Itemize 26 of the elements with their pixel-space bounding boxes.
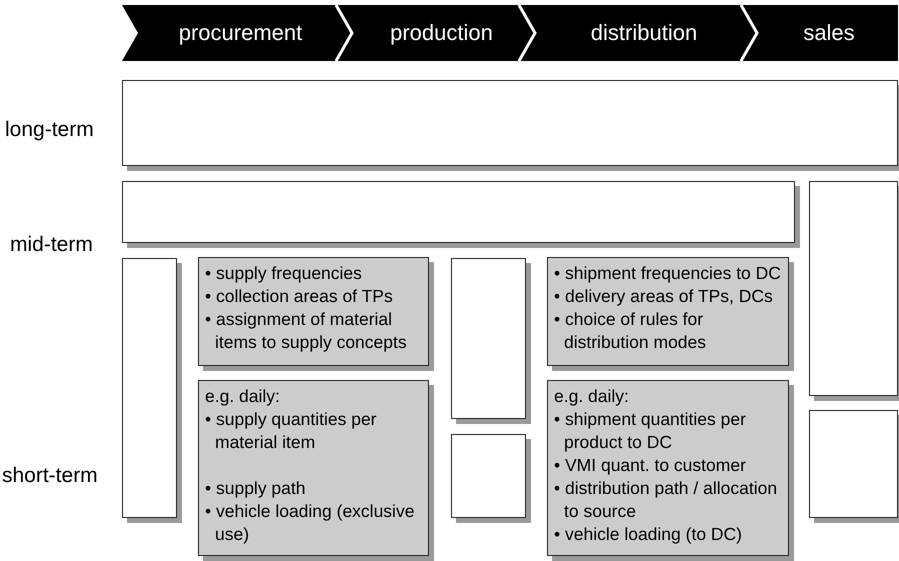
task-text: • assignment of material items to supply concepts <box>205 308 408 354</box>
horizon-label: long-term <box>5 118 94 142</box>
task-text: • collection areas of TPs <box>205 285 394 308</box>
task-text: • vehicle loading (to DC) <box>554 523 744 546</box>
task-text: • delivery areas of TPs, DCs <box>554 285 774 308</box>
task-text: • supply quantities per material item <box>205 408 378 454</box>
task-text: • VMI quant. to customer <box>554 454 747 477</box>
task-text: • distribution path / allocation to source <box>554 477 778 523</box>
stage-banner <box>528 5 750 61</box>
task-text: e.g. daily: <box>205 385 281 408</box>
task-text: • shipment quantities per product to DC <box>554 408 747 454</box>
horizon-label: short-term <box>2 464 98 488</box>
task-text: • supply frequencies <box>205 262 363 285</box>
stage-label: production <box>390 20 493 46</box>
stage-banner <box>122 5 345 61</box>
task-text: • shipment frequencies to DC <box>554 262 782 285</box>
horizon-label: mid-term <box>10 233 93 257</box>
stage-label: procurement <box>178 20 302 46</box>
task-text: e.g. daily: <box>554 385 630 408</box>
stage-label: distribution <box>590 20 698 46</box>
stage-banner <box>750 5 898 61</box>
task-text: • supply path <box>205 477 306 500</box>
stage-banner <box>345 5 528 61</box>
task-text: • choice of rules for distribution modes <box>554 308 708 354</box>
stage-label: sales <box>803 20 855 46</box>
task-text: • vehicle loading (exclusive use) <box>205 500 416 546</box>
